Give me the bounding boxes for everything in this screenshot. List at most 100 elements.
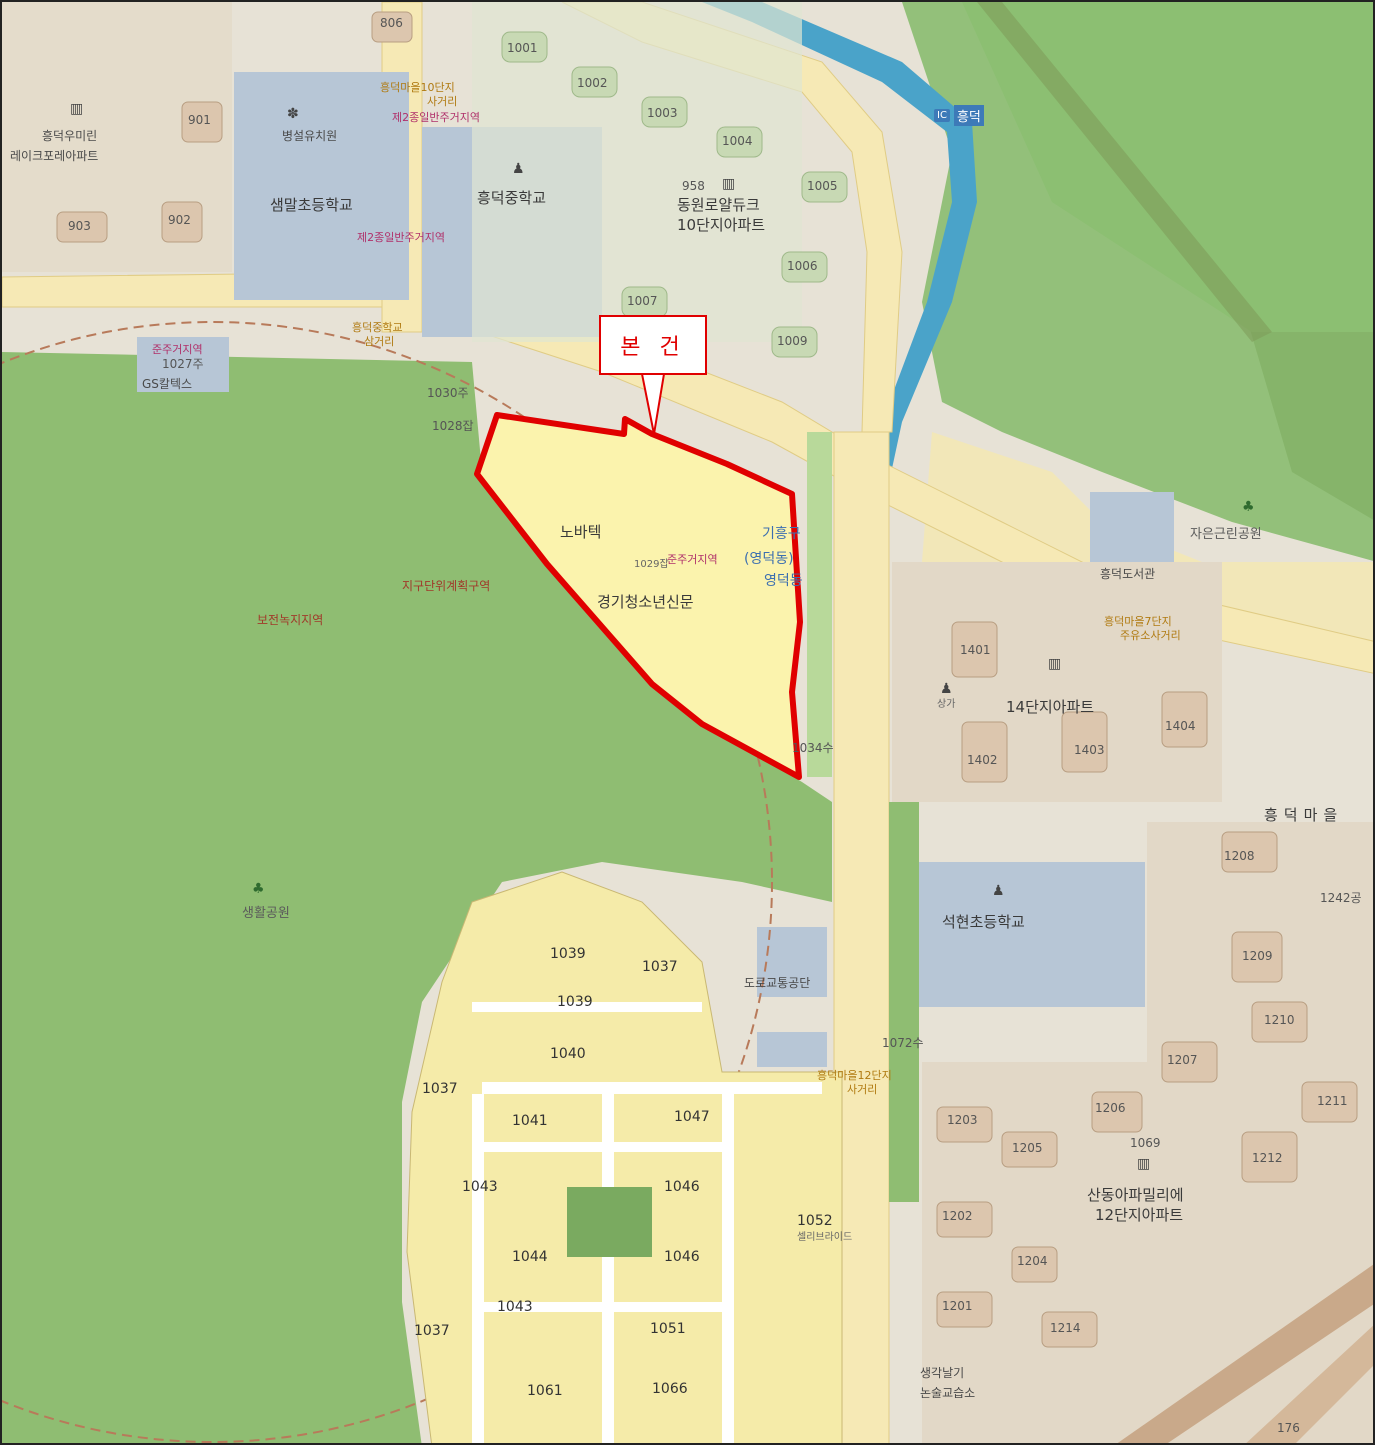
building-number: 1007 bbox=[627, 294, 658, 308]
building-number: 1206 bbox=[1095, 1101, 1126, 1115]
label-middle-school: 흥덕중학교 bbox=[477, 189, 547, 207]
building-number: 1203 bbox=[947, 1113, 978, 1127]
building-number: 901 bbox=[188, 113, 211, 127]
label-heungdeok-library: 흥덕도서관 bbox=[1100, 567, 1156, 581]
lot-number: 1066 bbox=[652, 1381, 688, 1397]
label-danji7-crossing: 흥덕마을7단지 bbox=[1104, 615, 1172, 628]
label-saengmal-park: 생활공원 bbox=[242, 906, 290, 921]
building-number: 1003 bbox=[647, 106, 678, 120]
building-number: 1214 bbox=[1050, 1321, 1081, 1335]
building-number: 1004 bbox=[722, 134, 753, 148]
building-number: 1208 bbox=[1224, 849, 1255, 863]
label-danji10-intersection2: 사거리 bbox=[427, 95, 458, 108]
label-saenggak: 생각날기 bbox=[920, 1366, 965, 1380]
label-youth-news: 경기청소년신문 bbox=[597, 593, 694, 611]
school-icon: ▥ bbox=[70, 101, 84, 117]
label-danji7-crossing2: 주유소사거리 bbox=[1120, 629, 1181, 642]
kindergarten-icon: ✽ bbox=[287, 106, 299, 122]
lot-number: 1040 bbox=[550, 1046, 586, 1062]
label-lot-1242: 1242공 bbox=[1320, 891, 1362, 905]
label-green-conservation: 보전녹지지역 bbox=[257, 613, 324, 627]
building-number: 1204 bbox=[1017, 1254, 1048, 1268]
building-number: 1202 bbox=[942, 1209, 973, 1223]
building-number: 1006 bbox=[787, 259, 818, 273]
lot-number: 1052 bbox=[797, 1213, 833, 1229]
building-number: 1205 bbox=[1012, 1141, 1043, 1155]
label-lot-1029: 1029잡 bbox=[634, 559, 669, 570]
label-dongwon-apt-sub: 10단지아파트 bbox=[677, 216, 766, 234]
lot-number: 1039 bbox=[557, 994, 593, 1010]
lot-number: 1051 bbox=[650, 1321, 686, 1337]
label-danji12-crossing2: 사거리 bbox=[847, 1083, 878, 1096]
building-number: 1005 bbox=[807, 179, 838, 193]
ic-badge: IC bbox=[934, 109, 950, 122]
building-number: 1401 bbox=[960, 643, 991, 657]
label-danji10-intersection: 흥덕마을10단지 bbox=[380, 81, 455, 94]
label-commercial: 상가 bbox=[937, 699, 956, 710]
label-lot-1072: 1072수 bbox=[882, 1036, 924, 1050]
apartment-icon: ▥ bbox=[722, 176, 736, 192]
apartment-14-icon: ▥ bbox=[1048, 656, 1062, 672]
label-lot-1027: 1027주 bbox=[162, 357, 204, 371]
saengmal-park-icon: ♣ bbox=[252, 881, 265, 897]
lot-number: 1039 bbox=[550, 946, 586, 962]
label-general-residential-b: 제2종일반주거지역 bbox=[357, 231, 445, 244]
subject-property-callout[interactable]: 본 건 bbox=[599, 315, 707, 375]
lot-number: 1041 bbox=[512, 1113, 548, 1129]
label-middle-school-crossing2: 삼거리 bbox=[364, 335, 395, 348]
label-yeongdeok: (영덕동) bbox=[744, 551, 794, 567]
middle-school-icon: ♟ bbox=[512, 161, 525, 177]
lot-number: 1046 bbox=[664, 1249, 700, 1265]
building-number: 903 bbox=[68, 219, 91, 233]
label-lot-1028: 1028잡 bbox=[432, 419, 474, 433]
lot-number: 1047 bbox=[674, 1109, 710, 1125]
label-art-school: 논술교습소 bbox=[920, 1386, 976, 1400]
ic-name: 흥덕 bbox=[953, 105, 984, 126]
label-lake-apt: 레이크포레아파트 bbox=[10, 149, 99, 163]
building-number: 1001 bbox=[507, 41, 538, 55]
label-elementary-school: 샘말초등학교 bbox=[270, 196, 353, 214]
building-number: 806 bbox=[380, 16, 403, 30]
building-number: 1402 bbox=[967, 753, 998, 767]
building-number: 1002 bbox=[577, 76, 608, 90]
label-lot-176: 176 bbox=[1277, 1421, 1300, 1435]
commercial-icon: ♟ bbox=[940, 681, 953, 697]
label-yeongdeok2: 영덕동 bbox=[764, 573, 803, 589]
lot-number: 1037 bbox=[642, 959, 678, 975]
label-general-residential-a: 제2종일반주거지역 bbox=[392, 111, 480, 124]
lot-number: 1037 bbox=[422, 1081, 458, 1097]
seokhyeon-school-icon: ♟ bbox=[992, 883, 1005, 899]
ic-marker: IC 흥덕 bbox=[934, 105, 984, 126]
lot-number: 1043 bbox=[497, 1299, 533, 1315]
building-number: 1210 bbox=[1264, 1013, 1295, 1027]
label-road-traffic: 도로교통공단 bbox=[744, 976, 811, 990]
label-lot-1030: 1030주 bbox=[427, 386, 469, 400]
lot-number: 1037 bbox=[414, 1323, 450, 1339]
lot-number: 1061 bbox=[527, 1383, 563, 1399]
building-number: 1201 bbox=[942, 1299, 973, 1313]
label-gs-caltex: GS칼텍스 bbox=[142, 377, 193, 391]
label-giheung: 기흥구 bbox=[762, 526, 801, 542]
label-sandong-apt: 산동아파밀리에 bbox=[1087, 1186, 1184, 1204]
label-semi-residential: 준주거지역 bbox=[152, 343, 203, 356]
lot-number: 1043 bbox=[462, 1179, 498, 1195]
label-semi-residential-2: 준주거지역 bbox=[667, 553, 718, 566]
label-heungdeok-umirin: 흥덕우미린 bbox=[42, 129, 98, 143]
building-number: 1207 bbox=[1167, 1053, 1198, 1067]
label-novatech: 노바텍 bbox=[560, 523, 602, 541]
label-lot-1069: 1069 bbox=[1130, 1136, 1161, 1150]
building-number: 1404 bbox=[1165, 719, 1196, 733]
label-kindergarten: 병설유치원 bbox=[282, 129, 338, 143]
label-lot-1034: 1034수 bbox=[792, 741, 834, 755]
label-celebride: 셀리브라이드 bbox=[797, 1232, 853, 1243]
label-danji14-apt: 14단지아파트 bbox=[1006, 698, 1095, 716]
building-number: 1209 bbox=[1242, 949, 1273, 963]
label-district-plan: 지구단위계획구역 bbox=[402, 579, 491, 593]
label-sandong-apt-sub: 12단지아파트 bbox=[1095, 1206, 1184, 1224]
building-number: 902 bbox=[168, 213, 191, 227]
lot-number: 1044 bbox=[512, 1249, 548, 1265]
label-dongwon-apt: 동원로얄듀크 bbox=[677, 196, 760, 214]
building-number: 1212 bbox=[1252, 1151, 1283, 1165]
